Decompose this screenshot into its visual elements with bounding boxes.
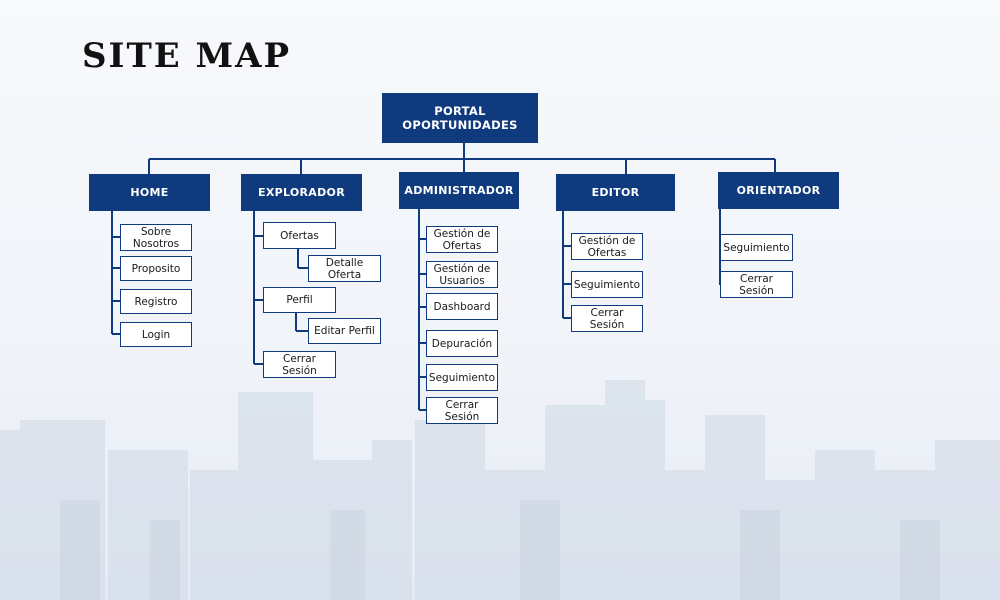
node-cerrar-sesion: Cerrar Sesión xyxy=(720,271,793,298)
node-label: Editar Perfil xyxy=(314,325,375,337)
node-registro: Registro xyxy=(120,289,192,314)
section-label: ORIENTADOR xyxy=(736,184,821,197)
node-label: Seguimiento xyxy=(428,371,496,384)
node-seguimiento: Seguimiento xyxy=(720,234,793,261)
section-explorador: EXPLORADOR xyxy=(241,174,362,211)
node-cerrar-sesion: Cerrar Sesión xyxy=(571,305,643,332)
root-node: PORTAL OPORTUNIDADES xyxy=(382,93,538,143)
section-label: EDITOR xyxy=(591,186,640,199)
node-dashboard: Dashboard xyxy=(426,293,498,320)
node-detalle-oferta: Detalle Oferta xyxy=(308,255,381,282)
node-label: Cerrar Sesión xyxy=(444,398,480,423)
node-seguimiento: Seguimiento xyxy=(571,271,643,298)
section-orientador: ORIENTADOR xyxy=(718,172,839,209)
node-sobre-nosotros: Sobre Nosotros xyxy=(120,224,192,251)
node-label: Cerrar Sesión xyxy=(282,352,317,377)
node-ofertas: Ofertas xyxy=(263,222,336,249)
node-perfil: Perfil xyxy=(263,287,336,313)
node-gestion-de-ofertas: Gestión de Ofertas xyxy=(426,226,498,253)
node-gestion-de-usuarios: Gestión de Usuarios xyxy=(426,261,498,288)
page-title: SITE MAP xyxy=(82,36,292,76)
node-label: Gestión de Ofertas xyxy=(578,234,636,259)
node-label: Login xyxy=(141,328,171,341)
node-label: Proposito xyxy=(131,262,181,275)
node-editar-perfil: Editar Perfil xyxy=(308,318,381,344)
node-label: Ofertas xyxy=(280,229,319,242)
section-label: ADMINISTRADOR xyxy=(404,184,514,197)
section-editor: EDITOR xyxy=(556,174,675,211)
section-home: HOME xyxy=(89,174,210,211)
node-label: Registro xyxy=(134,295,178,308)
section-label: HOME xyxy=(130,186,169,199)
node-label: Gestión de Usuarios xyxy=(433,262,491,287)
section-label: EXPLORADOR xyxy=(258,186,345,199)
node-label: Detalle Oferta xyxy=(325,256,364,281)
node-label: Seguimiento xyxy=(723,241,790,254)
node-label: Perfil xyxy=(286,294,313,306)
node-seguimiento: Seguimiento xyxy=(426,364,498,391)
node-label: Seguimiento xyxy=(573,278,641,291)
node-label: Cerrar Sesión xyxy=(589,306,625,331)
node-depuracion: Depuración xyxy=(426,330,498,357)
node-login: Login xyxy=(120,322,192,347)
node-label: Dashboard xyxy=(433,300,491,313)
node-cerrar-sesion: Cerrar Sesión xyxy=(263,351,336,378)
node-label: Sobre Nosotros xyxy=(132,225,180,250)
section-administrador: ADMINISTRADOR xyxy=(399,172,519,209)
node-cerrar-sesion: Cerrar Sesión xyxy=(426,397,498,424)
node-label: Gestión de Ofertas xyxy=(433,227,491,252)
root-label: PORTAL OPORTUNIDADES xyxy=(402,104,518,132)
node-label: Cerrar Sesión xyxy=(739,272,774,297)
node-proposito: Proposito xyxy=(120,256,192,281)
node-gestion-de-ofertas: Gestión de Ofertas xyxy=(571,233,643,260)
node-label: Depuración xyxy=(431,337,493,350)
